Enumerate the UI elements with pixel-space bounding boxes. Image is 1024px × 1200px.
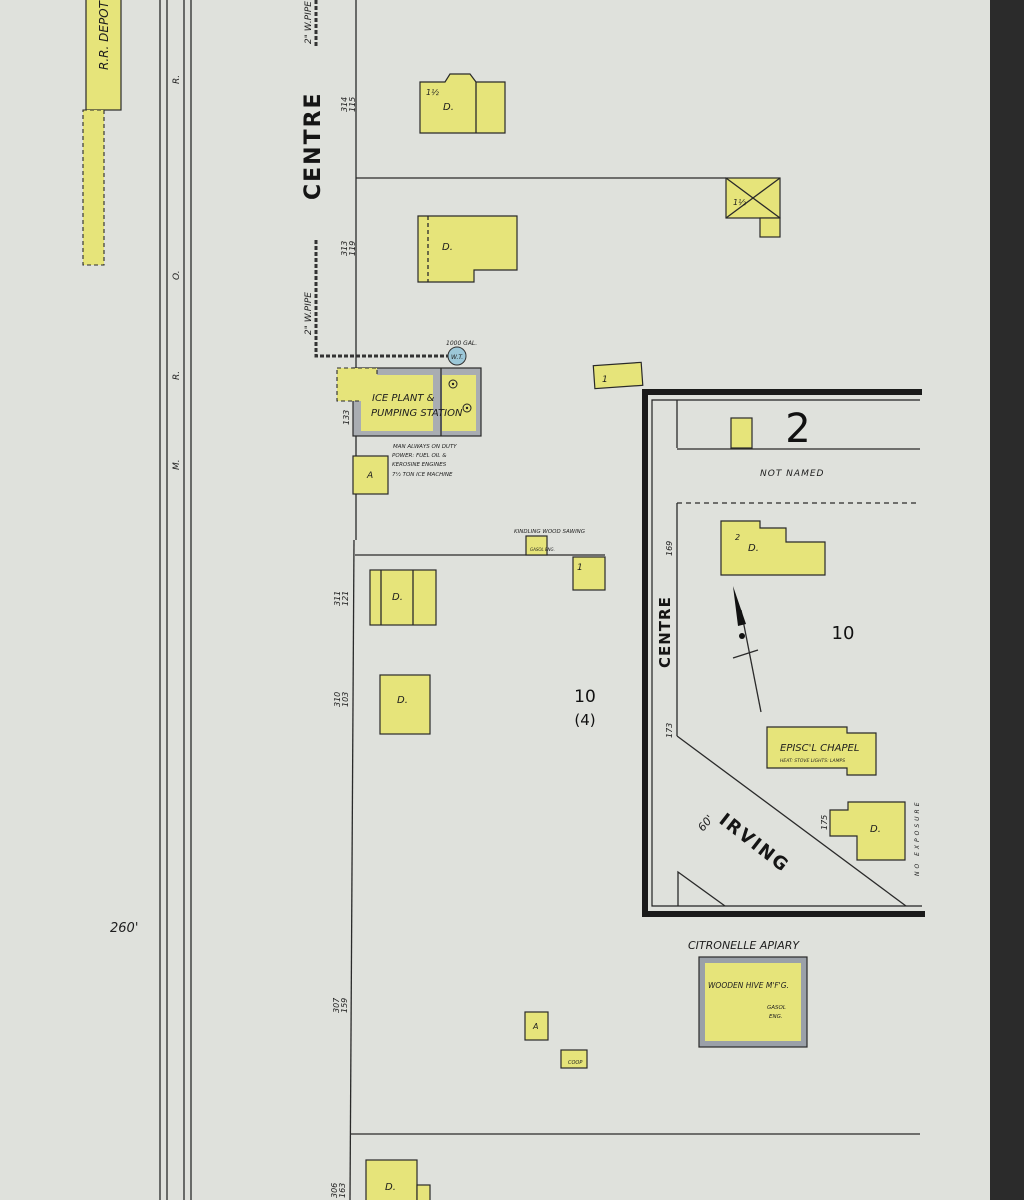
svg-text:KEROSINE ENGINES: KEROSINE ENGINES <box>392 462 447 468</box>
railroad-letter: O. <box>172 270 182 280</box>
street-name-not-named: NOT NAMED <box>760 469 824 479</box>
dwelling-building: D. <box>379 674 431 735</box>
outbuilding: 1 <box>592 361 644 390</box>
ice-plant-name: PUMPING STATION <box>371 408 463 419</box>
sheet-number: 2 <box>785 406 810 452</box>
svg-text:D.: D. <box>748 543 759 554</box>
address-number: 307 <box>332 997 341 1013</box>
railroad-depot-platform <box>82 109 105 266</box>
street-name-irving: IRVING <box>715 809 793 877</box>
address-number: 314 <box>340 97 349 112</box>
ice-plant-building: ICE PLANT & PUMPING STATION <box>336 367 482 437</box>
svg-text:ENG.: ENG. <box>769 1014 783 1020</box>
block-number-sub: (4) <box>574 711 595 729</box>
water-pipe-label: 2" W.PIPE <box>304 1 314 44</box>
distance-label: 260' <box>110 921 138 936</box>
outbuilding: 1½ <box>725 177 781 238</box>
water-tank-label: W.T. <box>451 354 463 361</box>
svg-text:MAN ALWAYS ON DUTY: MAN ALWAYS ON DUTY <box>393 444 457 450</box>
north-arrow-icon <box>732 586 762 713</box>
ice-plant-notes: MAN ALWAYS ON DUTY POWER: FUEL OIL & KER… <box>392 444 457 478</box>
street-name-centre: CENTRE <box>301 91 326 200</box>
svg-text:POWER: FUEL OIL &: POWER: FUEL OIL & <box>392 453 447 459</box>
episcopal-chapel-building: EPISC'L CHAPEL HEAT: STOVE LIGHTS: LAMPS <box>766 726 877 776</box>
water-pipe <box>314 240 450 358</box>
svg-text:WOODEN HIVE M'F'G.: WOODEN HIVE M'F'G. <box>708 981 789 990</box>
centre-street-line <box>349 539 355 1200</box>
kindling-shed: GASOL ENG. <box>525 535 555 556</box>
svg-text:EPISC'L CHAPEL: EPISC'L CHAPEL <box>780 743 859 754</box>
svg-text:GASOL: GASOL <box>767 1005 786 1011</box>
coop-building: COOP <box>560 1049 588 1069</box>
railroad-letter: R. <box>172 371 182 380</box>
inset-block-frame <box>642 389 925 917</box>
dwelling-building: D. <box>369 569 437 626</box>
address-number: 173 <box>665 723 674 738</box>
auto-garage-building: A <box>352 455 389 495</box>
map-frame-edge <box>990 0 1024 1200</box>
address-number: 169 <box>665 541 674 556</box>
svg-text:GASOL ENG.: GASOL ENG. <box>530 547 555 552</box>
svg-text:1½: 1½ <box>426 88 439 97</box>
block-number: 10 <box>574 687 596 707</box>
water-pipe-label: 2" W.PIPE <box>304 292 314 335</box>
address-number: 306 <box>330 1183 339 1198</box>
address-number: 313 <box>340 241 349 256</box>
address-number: 163 <box>338 1183 347 1198</box>
railroad-depot-building <box>85 0 122 111</box>
svg-text:D.: D. <box>385 1182 396 1193</box>
address-number: 175 <box>820 815 829 830</box>
address-number: 133 <box>342 410 351 425</box>
svg-text:D.: D. <box>397 695 408 706</box>
ice-plant-name: ICE PLANT & <box>372 393 435 404</box>
outbuilding: 1 <box>572 556 606 591</box>
svg-text:1½: 1½ <box>733 198 746 207</box>
address-number: 115 <box>348 97 357 112</box>
address-number: 159 <box>340 998 349 1013</box>
svg-text:D.: D. <box>392 592 403 603</box>
no-exposure-label: NO EXPOSURE <box>914 799 921 876</box>
address-number: 311 <box>333 591 342 606</box>
address-number: 121 <box>341 591 350 606</box>
dwelling-building: D. 1½ <box>419 73 506 134</box>
svg-text:D.: D. <box>870 824 881 835</box>
railroad-letter: M. <box>172 459 182 470</box>
address-number: 103 <box>341 692 350 707</box>
street-width-label: 60' <box>695 813 716 834</box>
svg-text:D.: D. <box>443 102 454 113</box>
irving-street-line <box>676 735 907 907</box>
svg-text:HEAT: STOVE LIGHTS: LAMPS: HEAT: STOVE LIGHTS: LAMPS <box>780 758 845 764</box>
dwelling-building: D. <box>829 801 906 861</box>
railroad-tracks <box>159 0 192 1200</box>
block-number: 10 <box>832 623 855 644</box>
street-name-centre-block: CENTRE <box>656 596 674 668</box>
svg-text:2: 2 <box>735 533 740 542</box>
water-tank-icon <box>447 346 467 366</box>
svg-text:COOP: COOP <box>568 1060 582 1066</box>
wooden-hive-factory-building: WOODEN HIVE M'F'G. GASOL ENG. <box>698 956 808 1048</box>
svg-text:A: A <box>366 471 373 481</box>
dwelling-building: D. <box>365 1159 431 1200</box>
address-number: 310 <box>333 692 342 707</box>
svg-text:D.: D. <box>442 242 453 253</box>
svg-text:A: A <box>532 1022 538 1031</box>
address-number: 119 <box>348 241 357 256</box>
svg-text:1: 1 <box>577 563 583 573</box>
dwelling-building: D. <box>417 215 518 283</box>
railroad-letter: R. <box>172 75 182 84</box>
outbuilding <box>730 417 753 449</box>
svg-text:7½ TON ICE MACHINE: 7½ TON ICE MACHINE <box>392 471 453 478</box>
apiary-title: CITRONELLE APIARY <box>688 939 800 952</box>
dwelling-building: D. 2 <box>720 520 826 576</box>
kindling-label: KINDLING WOOD SAWING <box>514 529 585 535</box>
auto-garage-building: A <box>524 1011 549 1041</box>
water-tank-capacity: 1000 GAL. <box>446 340 477 347</box>
svg-text:1: 1 <box>602 375 608 385</box>
railroad-depot-label: R.R. DEPOT <box>97 0 111 70</box>
